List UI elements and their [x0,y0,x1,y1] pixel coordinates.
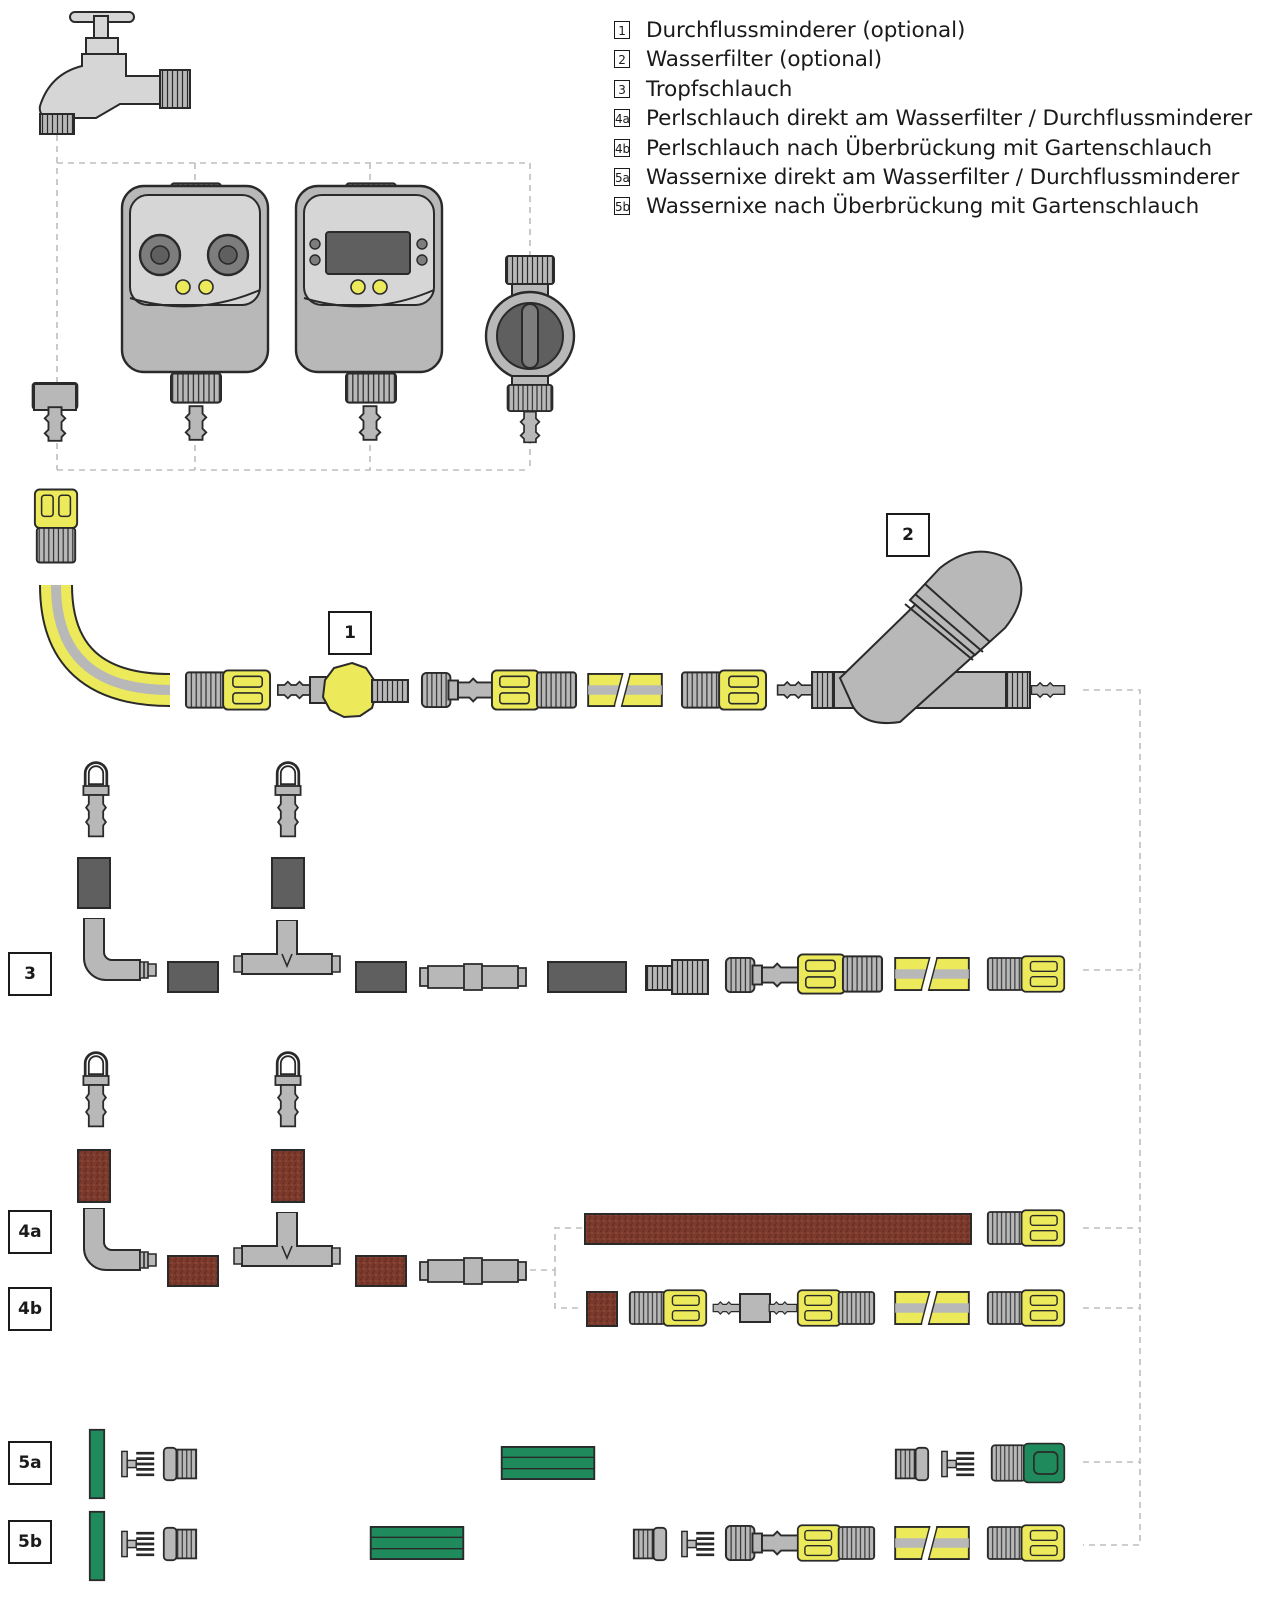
digital-timer-icon [294,182,444,441]
water-filter-icon [811,550,1066,724]
legend-number: 3 [614,79,630,98]
legend-number: 4a [614,109,630,128]
tap-adapter-icon [31,382,79,442]
legend-item: 4a Perlschlauch direkt am Wasserfilter / … [614,104,1252,133]
porous-hose-section [77,1051,1066,1327]
callout-4b: 4b [8,1287,52,1331]
legend-item: 5a Wassernixe direkt am Wasserfilter / Du… [614,163,1252,192]
legend-number: 1 [614,21,630,39]
legend-number: 2 [614,50,630,69]
callout-5b: 5b [8,1520,52,1564]
callout-2: 2 [886,513,930,557]
legend-text: Wassernixe direkt am Wasserfilter / Durc… [646,164,1240,190]
flow-reducer-icon [309,661,409,719]
legend-item: 1 Durchflussminderer (optional) [614,16,1252,45]
legend-item: 4b Perlschlauch nach Überbrückung mit Gar… [614,134,1252,163]
callout-3: 3 [8,952,52,996]
drip-hose-section [77,761,1066,995]
callout-1: 1 [328,611,372,655]
legend-number: 5a [614,167,630,186]
legend-number: 5b [614,197,630,216]
legend-number: 4b [614,138,630,157]
legend-text: Perlschlauch nach Überbrückung mit Garte… [646,135,1213,161]
legend-item: 3 Tropfschlauch [614,75,1252,104]
legend-text: Tropfschlauch [646,76,793,102]
twin-dial-timer-icon [120,182,270,441]
legend: 1 Durchflussminderer (optional) 2 Wasserfi… [614,16,1252,222]
callout-5a: 5a [8,1441,52,1485]
legend-text: Wassernixe nach Überbrückung mit Gartens… [646,194,1200,220]
hose-connector-icon [33,488,79,564]
callout-4a: 4a [8,1210,52,1254]
legend-text: Durchflussminderer (optional) [646,18,966,43]
garden-hose-icon [39,584,171,707]
sprinkler-hose-section [88,1428,1066,1582]
legend-item: 2 Wasserfilter (optional) [614,45,1252,74]
legend-text: Wasserfilter (optional) [646,47,882,73]
valve-timer-icon [484,255,576,444]
main-line-components [184,550,1066,724]
legend-item: 5b Wassernixe nach Überbrückung mit Garte… [614,192,1252,221]
legend-text: Perlschlauch direkt am Wasserfilter / Du… [646,106,1253,132]
faucet-icon [38,11,191,135]
